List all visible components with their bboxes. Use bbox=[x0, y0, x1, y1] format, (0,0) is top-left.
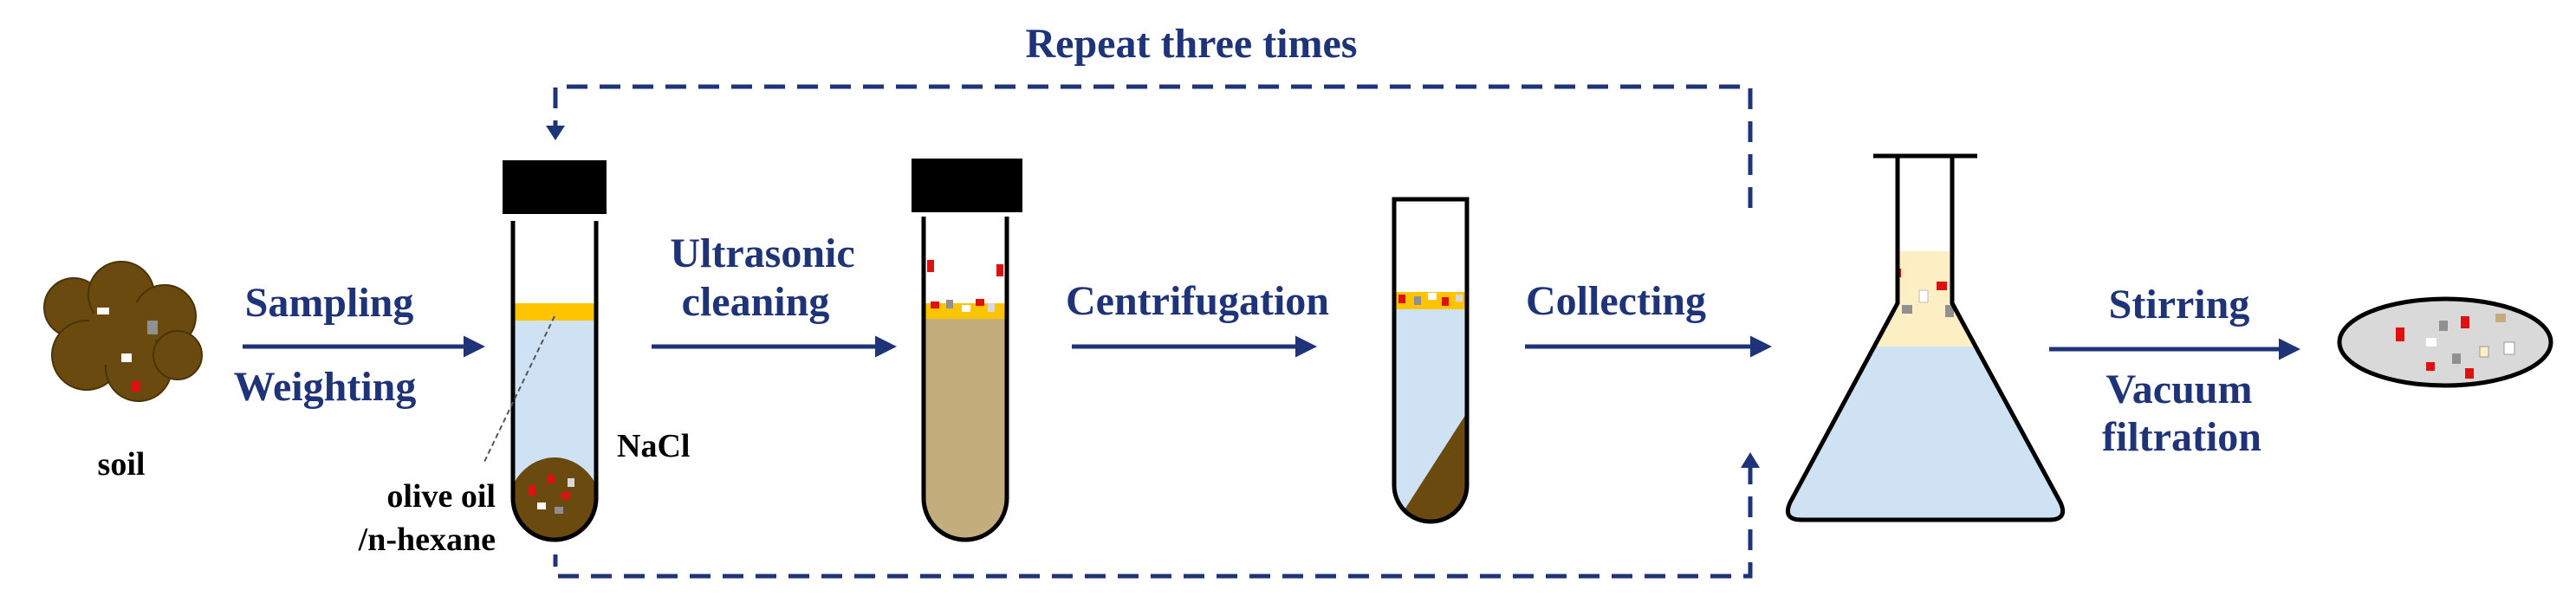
loop-arrowhead-up bbox=[1741, 452, 1760, 468]
loop-arrowhead-down bbox=[546, 126, 565, 140]
repeat-title: Repeat three times bbox=[1026, 21, 1358, 67]
tube-1-sample bbox=[503, 160, 607, 542]
vacuum-label: Vacuum bbox=[2106, 366, 2253, 412]
pointer-line-oil bbox=[483, 315, 555, 464]
nacl-label: NaCl bbox=[617, 428, 690, 464]
sampling-label: Sampling bbox=[245, 280, 414, 326]
ultrasonic-label: Ultrasonic bbox=[670, 230, 854, 276]
tube-3-centrifuged bbox=[1392, 197, 1470, 524]
centrifugation-label: Centrifugation bbox=[1066, 278, 1329, 324]
n-hexane-label: /n-hexane bbox=[358, 522, 496, 558]
stirring-label: Stirring bbox=[2109, 282, 2250, 327]
olive-oil-label: olive oil bbox=[386, 478, 496, 515]
soil-clump-icon bbox=[43, 261, 203, 402]
tube-2-sonicated bbox=[912, 159, 1022, 542]
filtration-label: filtration bbox=[2102, 414, 2261, 460]
filter-paper-icon bbox=[2337, 296, 2553, 388]
repeat-loop-dashed-line bbox=[553, 84, 1753, 579]
soil-label: soil bbox=[98, 446, 146, 483]
erlenmeyer-flask-icon bbox=[1785, 153, 2066, 522]
weighting-label: Weighting bbox=[234, 364, 417, 410]
collecting-label: Collecting bbox=[1526, 278, 1706, 324]
cleaning-label: cleaning bbox=[682, 279, 830, 325]
